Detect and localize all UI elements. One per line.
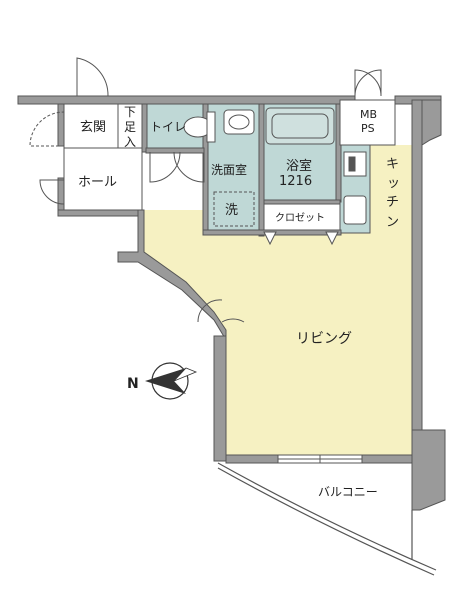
label-mb: MB [360,108,377,121]
washer-spot [213,191,255,227]
fixtures [183,107,367,227]
label-kitchen-1: キ [386,157,399,172]
label-hall: ホール [78,175,117,190]
doors [29,57,382,323]
closet-doors [263,231,339,246]
label-kitchen-3: チ [386,195,399,210]
label-kitchen-4: ン [386,215,399,230]
label-bath-size: 1216 [279,174,312,189]
label-kitchen-2: ッ [387,176,400,191]
label-washer: 洗 [225,203,238,218]
bathtub [265,107,335,145]
kitchen-sink [343,195,367,225]
label-bath: 浴室 [286,158,312,174]
hall-area [63,103,143,211]
label-toilet: トイレ [150,120,186,134]
compass-icon: N [127,362,198,400]
label-shoe-bot: 入 [124,135,136,149]
label-shoe-top: 下 [124,105,136,119]
label-shoe-mid: 足 [124,120,136,134]
label-living: リビング [296,331,352,347]
sink [223,109,255,135]
compass-north-label: N [127,376,139,392]
label-washroom: 洗面室 [211,162,247,177]
closet [263,203,341,231]
balcony [217,462,437,576]
label-balcony: バルコニー [318,485,378,499]
label-genkan: 玄関 [80,120,106,135]
label-closet: クロゼット [275,212,325,224]
label-ps: PS [361,122,375,135]
bottom-window [277,454,363,464]
